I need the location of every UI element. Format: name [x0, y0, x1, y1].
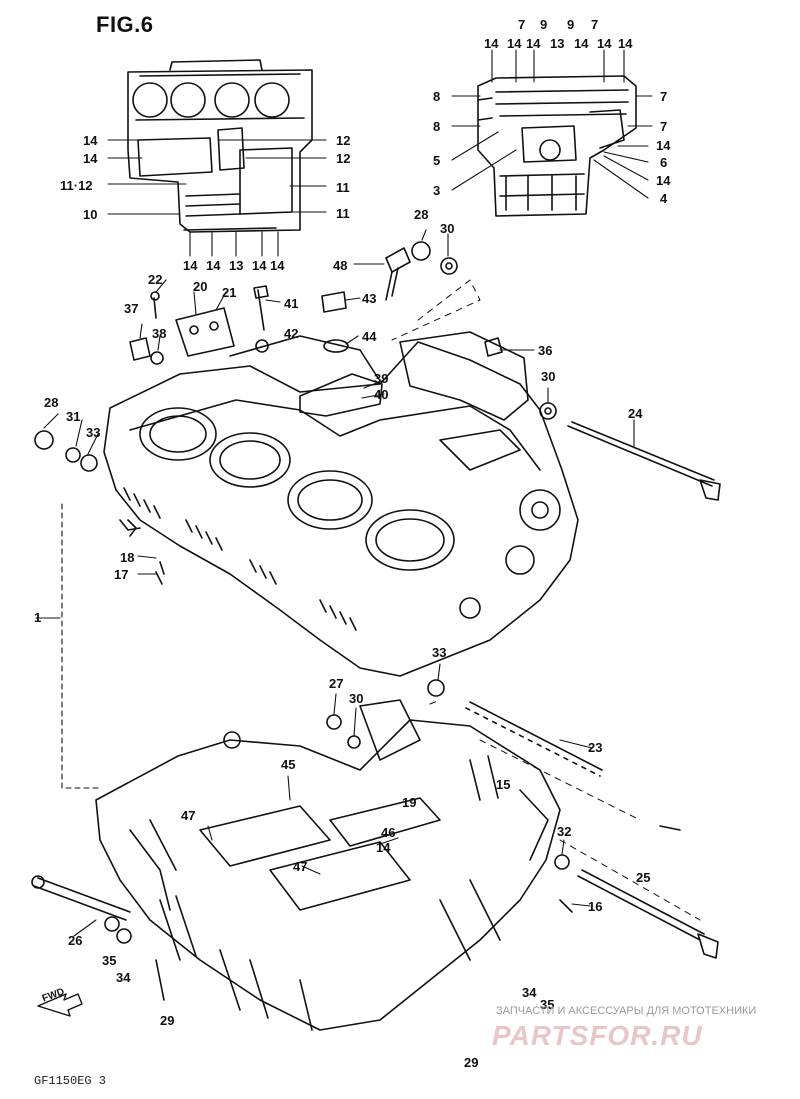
callout-35: 35 — [102, 953, 117, 968]
callout-13: 13 — [550, 36, 565, 51]
callout-14: 14 — [484, 36, 499, 51]
callout-39: 39 — [374, 371, 389, 386]
lower-crankcase — [95, 699, 561, 1031]
callout-23: 23 — [588, 740, 603, 755]
callout-30: 30 — [541, 369, 556, 384]
callout-14: 14 — [83, 151, 98, 166]
callout-6: 6 — [660, 155, 668, 170]
callout-1: 1 — [34, 610, 42, 625]
callout-38: 38 — [152, 326, 167, 341]
callout-14: 14 — [83, 133, 98, 148]
callout-8: 8 — [433, 89, 441, 104]
callout-30: 30 — [349, 691, 364, 706]
callout-14: 14 — [270, 258, 285, 273]
callout-40: 40 — [374, 387, 389, 402]
callout-25: 25 — [636, 870, 651, 885]
alignment-lines — [391, 279, 701, 921]
callout-14: 14 — [206, 258, 221, 273]
callout-33: 33 — [432, 645, 447, 660]
callout-14: 14 — [526, 36, 541, 51]
callout-14: 14 — [183, 258, 198, 273]
callout-29: 29 — [160, 1013, 175, 1028]
fwd-arrow — [37, 993, 83, 1017]
part-37-shape — [129, 337, 151, 361]
callout-22: 22 — [148, 272, 163, 287]
callout-33: 33 — [86, 425, 101, 440]
watermark-brand: PARTSFOR.RU — [492, 1020, 703, 1051]
callout-12: 12 — [336, 133, 351, 148]
callout-19: 19 — [402, 795, 417, 810]
callout-8: 8 — [433, 119, 441, 134]
callout-46: 46 — [381, 825, 396, 840]
callout-14: 14 — [376, 840, 391, 855]
callout-20: 20 — [193, 279, 208, 294]
callout-7: 7 — [591, 17, 599, 32]
callout-47: 47 — [293, 859, 308, 874]
callout-16: 16 — [588, 899, 603, 914]
callout-44: 44 — [362, 329, 377, 344]
callout-12: 12 — [336, 151, 351, 166]
callout-3: 3 — [433, 183, 441, 198]
watermark-caption: ЗАПЧАСТИ И АКСЕССУАРЫ ДЛЯ МОТОТЕХНИКИ — [496, 1005, 757, 1017]
callout-31: 31 — [66, 409, 81, 424]
callout-4: 4 — [660, 191, 668, 206]
inset-engine-side-view — [477, 75, 637, 217]
callout-11: 11 — [336, 206, 350, 221]
callout-27: 27 — [329, 676, 344, 691]
callout-30: 30 — [440, 221, 455, 236]
callout-48: 48 — [333, 258, 348, 273]
callout-15: 15 — [496, 777, 511, 792]
callout-28: 28 — [414, 207, 429, 222]
callout-11-12: 11·12 — [60, 178, 93, 193]
callout-7: 7 — [518, 17, 526, 32]
upper-small-parts — [34, 241, 721, 585]
callout-42: 42 — [284, 326, 299, 341]
callout-5: 5 — [433, 153, 441, 168]
callout-24: 24 — [628, 406, 643, 421]
callout-47: 47 — [181, 808, 196, 823]
callout-41: 41 — [284, 296, 299, 311]
callout-14: 14 — [597, 36, 612, 51]
callout-9: 9 — [567, 17, 575, 32]
lower-small-parts — [31, 679, 719, 1001]
leader-lines — [35, 49, 653, 937]
callout-32: 32 — [557, 824, 572, 839]
callout-14: 14 — [656, 138, 671, 153]
callout-18: 18 — [120, 550, 135, 565]
callout-45: 45 — [281, 757, 296, 772]
callout-26: 26 — [68, 933, 83, 948]
callout-21: 21 — [222, 285, 237, 300]
callout-7: 7 — [660, 89, 668, 104]
figure-title: FIG.6 — [96, 12, 154, 37]
callout-34: 34 — [116, 970, 131, 985]
callout-28: 28 — [44, 395, 59, 410]
callout-17: 17 — [114, 567, 129, 582]
callout-36: 36 — [538, 343, 553, 358]
callout-29: 29 — [464, 1055, 479, 1070]
callout-11: 11 — [336, 180, 350, 195]
callout-14: 14 — [507, 36, 522, 51]
callout-14: 14 — [252, 258, 267, 273]
callout-14: 14 — [574, 36, 589, 51]
callout-34: 34 — [522, 985, 537, 1000]
callout-35: 35 — [540, 997, 555, 1012]
callout-7: 7 — [660, 119, 668, 134]
callout-14: 14 — [656, 173, 671, 188]
inset-cylinder-top-view — [127, 59, 313, 233]
callout-37: 37 — [124, 301, 139, 316]
callout-9: 9 — [540, 17, 548, 32]
callout-14: 14 — [618, 36, 633, 51]
figure-code: GF1150EG 3 — [34, 1074, 107, 1088]
upper-crankcase — [103, 331, 579, 677]
callout-10: 10 — [83, 207, 98, 222]
callout-43: 43 — [362, 291, 377, 306]
callout-13: 13 — [229, 258, 244, 273]
